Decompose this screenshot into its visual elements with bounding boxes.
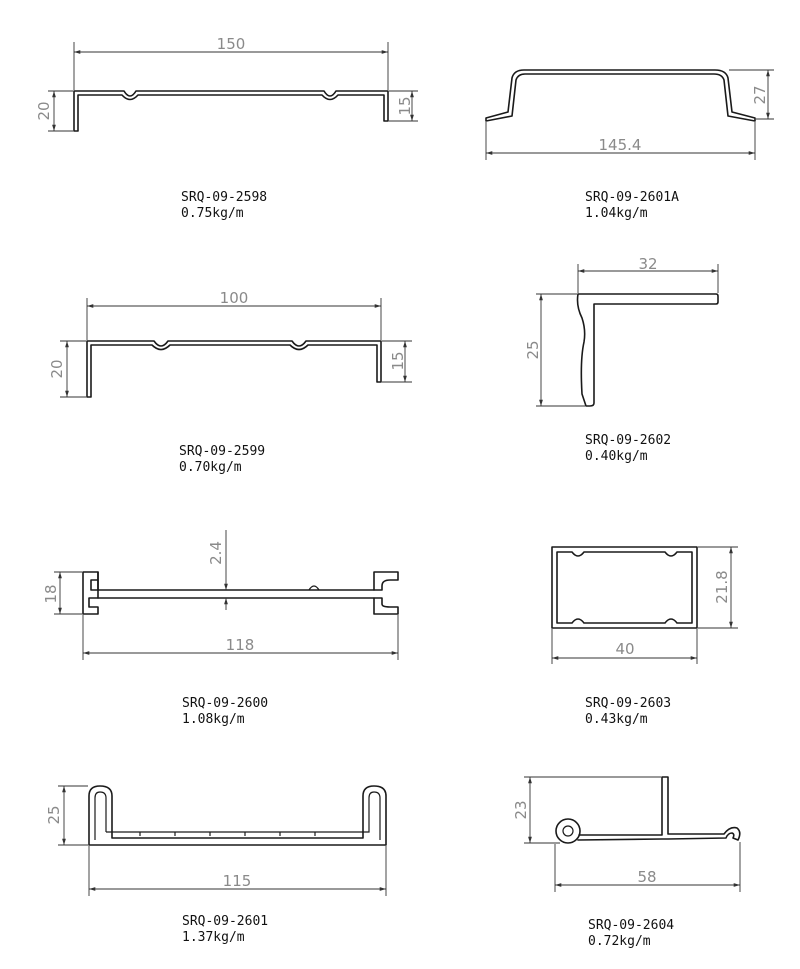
part-weight: 0.40kg/m (585, 449, 648, 464)
dim-height-label: 25 (45, 805, 63, 824)
dim-height-label: 20 (35, 101, 53, 120)
caption-srq-09-2601: SRQ-09-2601 1.37kg/m (182, 914, 268, 946)
dim-width-label: 145.4 (599, 136, 642, 154)
dim-height-label: 20 (48, 359, 66, 378)
profile-srq-09-2603: 21.8 40 (551, 546, 738, 664)
part-weight: 1.08kg/m (182, 712, 245, 727)
profile-srq-09-2602: 32 25 (524, 255, 719, 407)
dim-height-label: 21.8 (713, 570, 731, 603)
part-code: SRQ-09-2600 (182, 696, 269, 711)
dim-width-label: 32 (638, 255, 657, 273)
part-weight: 0.72kg/m (588, 934, 651, 949)
dim-height-label: 18 (42, 584, 60, 603)
dim-height-label: 23 (512, 800, 530, 819)
caption-srq-09-2601a: SRQ-09-2601A 1.04kg/m (585, 190, 679, 222)
part-code: SRQ-09-2604 (588, 918, 675, 933)
caption-srq-09-2599: SRQ-09-2599 0.70kg/m (179, 444, 265, 476)
profile-srq-09-2601a: 145.4 27 (485, 69, 774, 160)
part-code: SRQ-09-2601 (182, 914, 269, 929)
part-weight: 1.37kg/m (182, 930, 245, 945)
profile-srq-09-2600: 2.4 18 118 (42, 530, 399, 660)
part-weight: 0.43kg/m (585, 712, 648, 727)
part-weight: 0.70kg/m (179, 460, 242, 475)
part-weight: 0.75kg/m (181, 206, 244, 221)
part-code: SRQ-09-2602 (585, 433, 672, 448)
part-code: SRQ-09-2599 (179, 444, 266, 459)
profile-srq-09-2604: 23 58 (512, 776, 741, 892)
dim-width-label: 58 (637, 868, 656, 886)
caption-srq-09-2598: SRQ-09-2598 0.75kg/m (181, 190, 267, 222)
dim-width-label: 115 (223, 872, 252, 890)
part-code: SRQ-09-2601A (585, 190, 679, 205)
part-weight: 1.04kg/m (585, 206, 648, 221)
caption-srq-09-2600: SRQ-09-2600 1.08kg/m (182, 696, 268, 728)
dim-web-thickness-label: 2.4 (207, 541, 225, 565)
profile-srq-09-2598: 150 20 15 (35, 35, 418, 132)
dim-width-label: 40 (615, 640, 634, 658)
dim-height-label: 27 (751, 85, 769, 104)
dim-lip-label: 15 (389, 351, 407, 370)
profile-srq-09-2601: 25 115 (45, 785, 387, 896)
part-code: SRQ-09-2603 (585, 696, 672, 711)
caption-srq-09-2602: SRQ-09-2602 0.40kg/m (585, 433, 671, 465)
dim-lip-label: 15 (396, 96, 414, 115)
dim-width-label: 150 (217, 35, 246, 53)
caption-srq-09-2604: SRQ-09-2604 0.72kg/m (588, 918, 674, 950)
caption-srq-09-2603: SRQ-09-2603 0.43kg/m (585, 696, 671, 728)
dim-width-label: 118 (226, 636, 255, 654)
dim-height-label: 25 (524, 340, 542, 359)
part-code: SRQ-09-2598 (181, 190, 268, 205)
profile-srq-09-2599: 100 20 15 (48, 289, 412, 398)
dim-width-label: 100 (220, 289, 249, 307)
